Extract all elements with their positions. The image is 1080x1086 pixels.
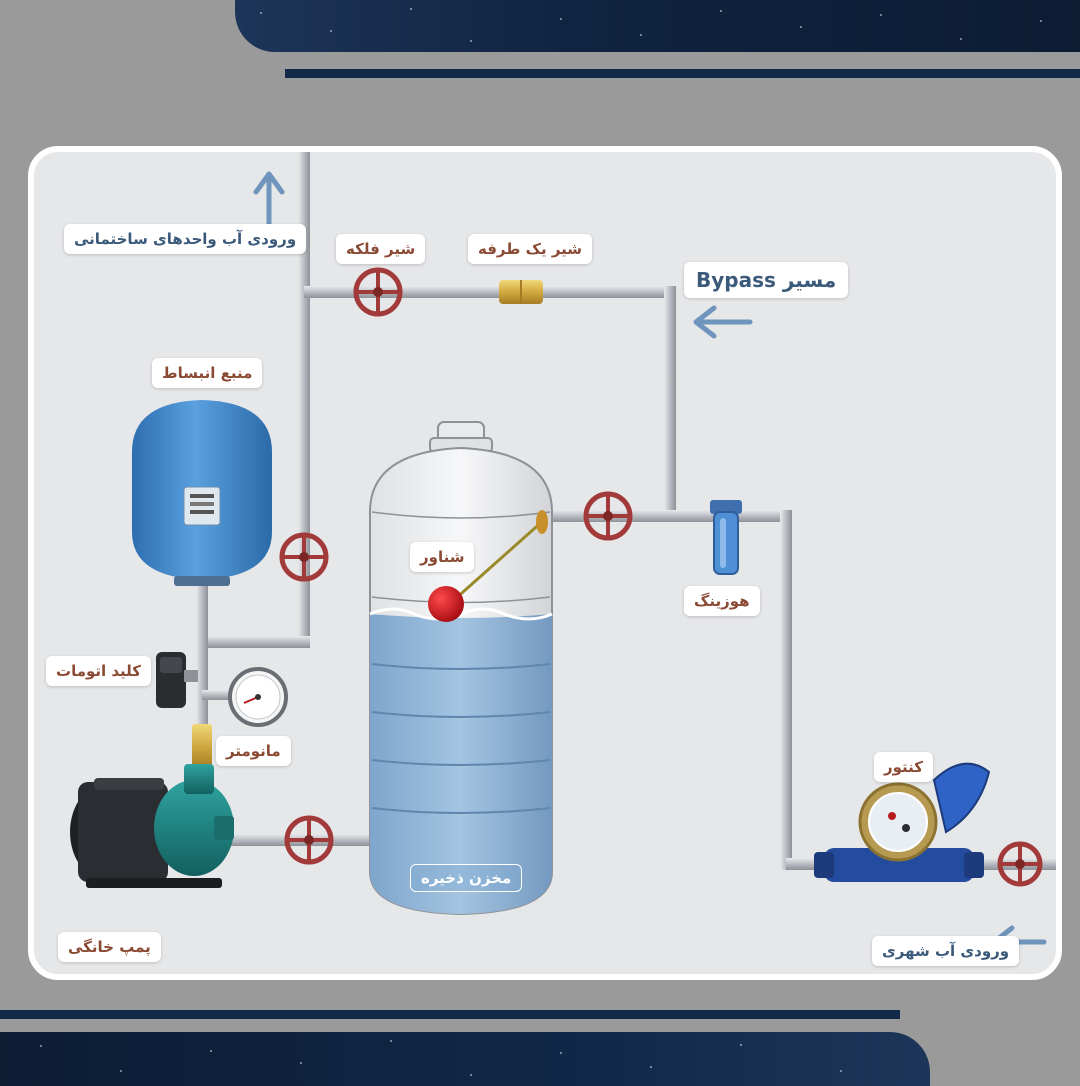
label-building-inlet: ورودی آب واحدهای ساختمانی [64,224,307,254]
label-bypass-path: مسیر Bypass [684,262,849,298]
label-manometer: مانومتر [216,736,291,766]
float-arm [453,518,545,602]
decor-star [390,1040,392,1042]
float-ball [428,586,464,622]
water-meter [814,762,991,882]
diagram-panel: ورودی آب واحدهای ساختمانی شیر فلکه شیر ی… [28,146,1062,980]
decor-star [210,1050,212,1052]
valve-wheel-tank-inlet [583,491,633,541]
label-float: شناور [410,542,475,572]
label-check-valve: شیر یک طرفه [468,234,593,264]
top-decor-stripe [285,69,1080,78]
label-expansion-tank: منبع انبساط [152,358,263,388]
decor-star [640,34,642,36]
expansion-tank [132,400,272,586]
decor-star [960,38,962,40]
valve-wheel-top [353,267,403,317]
valve-wheel-city [997,841,1043,887]
decor-star [410,8,412,10]
decor-star [840,1070,842,1072]
decor-star [470,1074,472,1076]
manometer-gauge [228,667,288,727]
pipe-tank-inlet [546,510,786,522]
decor-star [330,30,332,32]
bottom-decor-band [0,1032,930,1086]
decor-star [560,1052,562,1054]
pipe-bypass-down [664,286,676,516]
label-city-water-inlet: ورودی آب شهری [872,936,1020,966]
decor-star [560,18,562,20]
decor-star [800,26,802,28]
storage-tank [369,421,553,916]
pipe-expansion-vertical [196,582,208,752]
decor-star [470,40,472,42]
pressure-switch [156,652,198,708]
float-valve [536,510,548,534]
pipe-gauge-branch [202,690,242,700]
pipe-building-riser [298,152,310,642]
decor-star [120,1070,122,1072]
decor-star [880,14,882,16]
valve-wheel-pump [284,815,334,865]
decor-star [300,1062,302,1064]
label-auto-switch: کلید اتومات [46,656,152,686]
arrow-left-bypass-icon [693,305,753,339]
home-pump [70,764,234,888]
pipe-meter-riser [780,510,792,870]
label-filter-housing: هوزینگ [684,586,760,616]
top-decor-band [235,0,1080,52]
pipe-top-bypass [304,286,674,298]
label-flanged-valve: شیر فلکه [336,234,426,264]
pipe-expansion-branch [202,636,310,648]
label-water-meter: کنتور [874,752,934,782]
decor-star [740,1044,742,1046]
bottom-decor-stripe [0,1010,900,1019]
label-home-pump: پمپ خانگی [58,932,161,962]
plumbing-diagram [70,152,1056,959]
decor-star [650,1066,652,1068]
valve-wheel-riser [279,532,329,582]
decor-star [260,12,262,14]
decor-star [720,10,722,12]
decor-star [40,1045,42,1047]
decor-star [1040,20,1042,22]
label-storage-tank: مخزن ذخیره [410,864,523,892]
brass-fitting-pump [192,724,212,768]
filter-housing [710,500,742,575]
